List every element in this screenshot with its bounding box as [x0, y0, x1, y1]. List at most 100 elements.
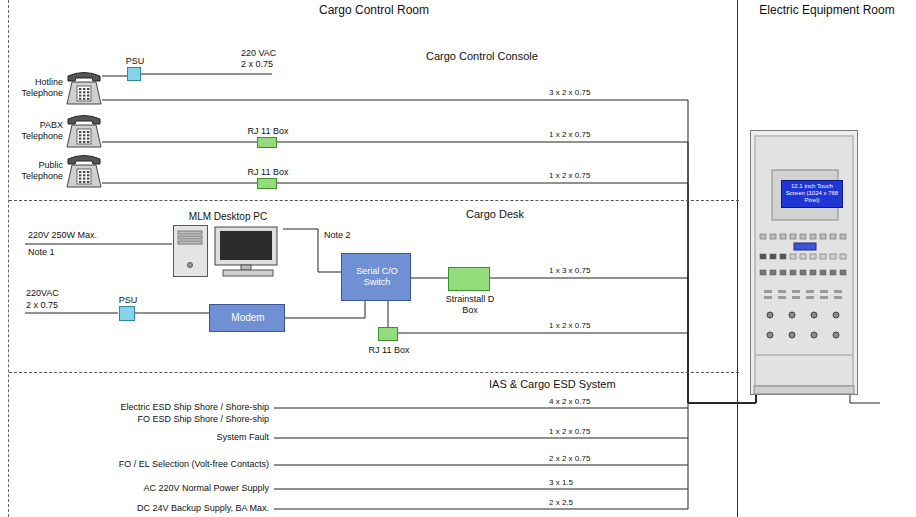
indicator	[792, 290, 800, 293]
phone-key	[87, 138, 89, 140]
phone-key	[83, 131, 85, 133]
panel-button	[770, 234, 776, 239]
power-wire	[274, 489, 688, 490]
panel-button	[830, 234, 836, 239]
rj11-box: RJ 11 Box	[257, 178, 277, 189]
phone-key	[83, 181, 85, 183]
cable-connector	[135, 313, 209, 314]
signal-label: Note 1	[27, 247, 56, 258]
phone-key	[87, 141, 89, 143]
phone-key	[87, 91, 89, 93]
panel-button	[800, 270, 806, 275]
panel-button	[790, 270, 796, 275]
phone-key	[83, 174, 85, 176]
cable-size: 1 x 2 x 0.75	[548, 130, 591, 140]
node-label: Modem	[214, 312, 282, 324]
cable-connector	[411, 278, 448, 279]
signal-label: FO / EL Selection (Volt-free Contacts)	[118, 459, 270, 470]
panel-section: Hotline TelephonePSUPABX TelephoneRJ 11 …	[9, 40, 739, 200]
power-button	[188, 263, 193, 268]
panel-button	[800, 254, 806, 259]
indicator	[792, 296, 800, 299]
panel-button	[830, 270, 836, 275]
telephone-drawing	[66, 153, 102, 188]
signal-label: 2 x 0.75	[25, 300, 59, 311]
panel-button	[780, 234, 786, 239]
phone-key	[79, 138, 81, 140]
cable-size: 3 x 1.5	[548, 478, 574, 488]
cabinet-plinth	[754, 386, 854, 394]
psu-box: PSU	[127, 67, 141, 81]
phone-key	[79, 95, 81, 97]
node-label: Cargo Desk	[466, 208, 524, 221]
cabinet-door	[755, 136, 853, 386]
phone-key	[79, 131, 81, 133]
rj11-box: RJ 11 Box	[378, 327, 398, 341]
panel-button	[790, 234, 796, 239]
phone-key	[87, 171, 89, 173]
indicator	[764, 290, 772, 293]
panel-button	[810, 254, 816, 259]
indicator	[820, 290, 828, 293]
indicator	[834, 290, 842, 293]
node-label: Cargo Control Console	[426, 50, 538, 63]
device-box: Modem	[209, 304, 285, 332]
cable-size: 1 x 2 x 0.75	[548, 427, 591, 437]
signal-wire	[274, 408, 688, 409]
indicator	[778, 296, 786, 299]
node-label: Electric Equipment Room	[738, 3, 916, 17]
monitor	[215, 227, 277, 265]
cabinet-drawing	[750, 130, 858, 395]
cable-connector	[102, 100, 756, 403]
phone-key	[83, 88, 85, 90]
pc-drawing	[173, 225, 283, 277]
cable-connector	[277, 142, 756, 403]
signal-wire	[274, 438, 688, 439]
signal-wire	[274, 465, 688, 466]
node-label: PSU	[120, 56, 150, 67]
phone-body	[67, 165, 101, 187]
supply-wire	[25, 313, 118, 314]
cabinet-cable	[850, 395, 880, 403]
node-label: RJ 11 Box	[233, 126, 303, 137]
phone-handset	[68, 116, 100, 125]
node-label: PABX Telephone	[13, 120, 63, 142]
panel-button	[770, 270, 776, 275]
panel-button	[760, 270, 766, 275]
panel-button	[840, 234, 846, 239]
cable-size: 4 x 2 x 0.75	[548, 397, 591, 407]
phone-key	[87, 98, 89, 100]
panel-button	[820, 254, 826, 259]
cable-connector	[490, 278, 756, 403]
junction-box: Strainstall D Box	[448, 267, 490, 291]
cable-connector	[277, 183, 756, 403]
phone-key	[83, 178, 85, 180]
panel-button	[770, 254, 776, 259]
panel-button	[810, 270, 816, 275]
node-label: PSU	[113, 295, 143, 306]
node-label: RJ 11 Box	[354, 345, 424, 356]
cable-connector	[285, 301, 365, 318]
phone-key	[83, 171, 85, 173]
rj11-box: RJ 11 Box	[257, 137, 277, 148]
panel-button	[810, 234, 816, 239]
cabinet-body	[751, 131, 858, 395]
drive-bay	[178, 236, 202, 239]
room-region: Hotline TelephonePSUPABX TelephoneRJ 11 …	[8, 0, 738, 517]
phone-key	[87, 174, 89, 176]
switch-knob	[789, 332, 795, 338]
panel-button	[820, 270, 826, 275]
phone-key	[79, 141, 81, 143]
phone-keypad	[77, 129, 91, 144]
indicator	[806, 290, 814, 293]
phone-handset	[68, 73, 100, 82]
signal-label: Electric ESD Ship Shore / Shore-ship	[119, 402, 270, 413]
signal-label: 220VAC	[25, 288, 60, 299]
cable-connector	[388, 301, 389, 327]
indicator	[806, 296, 814, 299]
desktop-pc-icon: MLM Desktop PC	[173, 225, 283, 277]
small-display	[794, 243, 816, 250]
telephone-icon: Public Telephone	[66, 153, 102, 188]
phone-body	[67, 82, 101, 104]
node-label: Public Telephone	[13, 160, 63, 182]
